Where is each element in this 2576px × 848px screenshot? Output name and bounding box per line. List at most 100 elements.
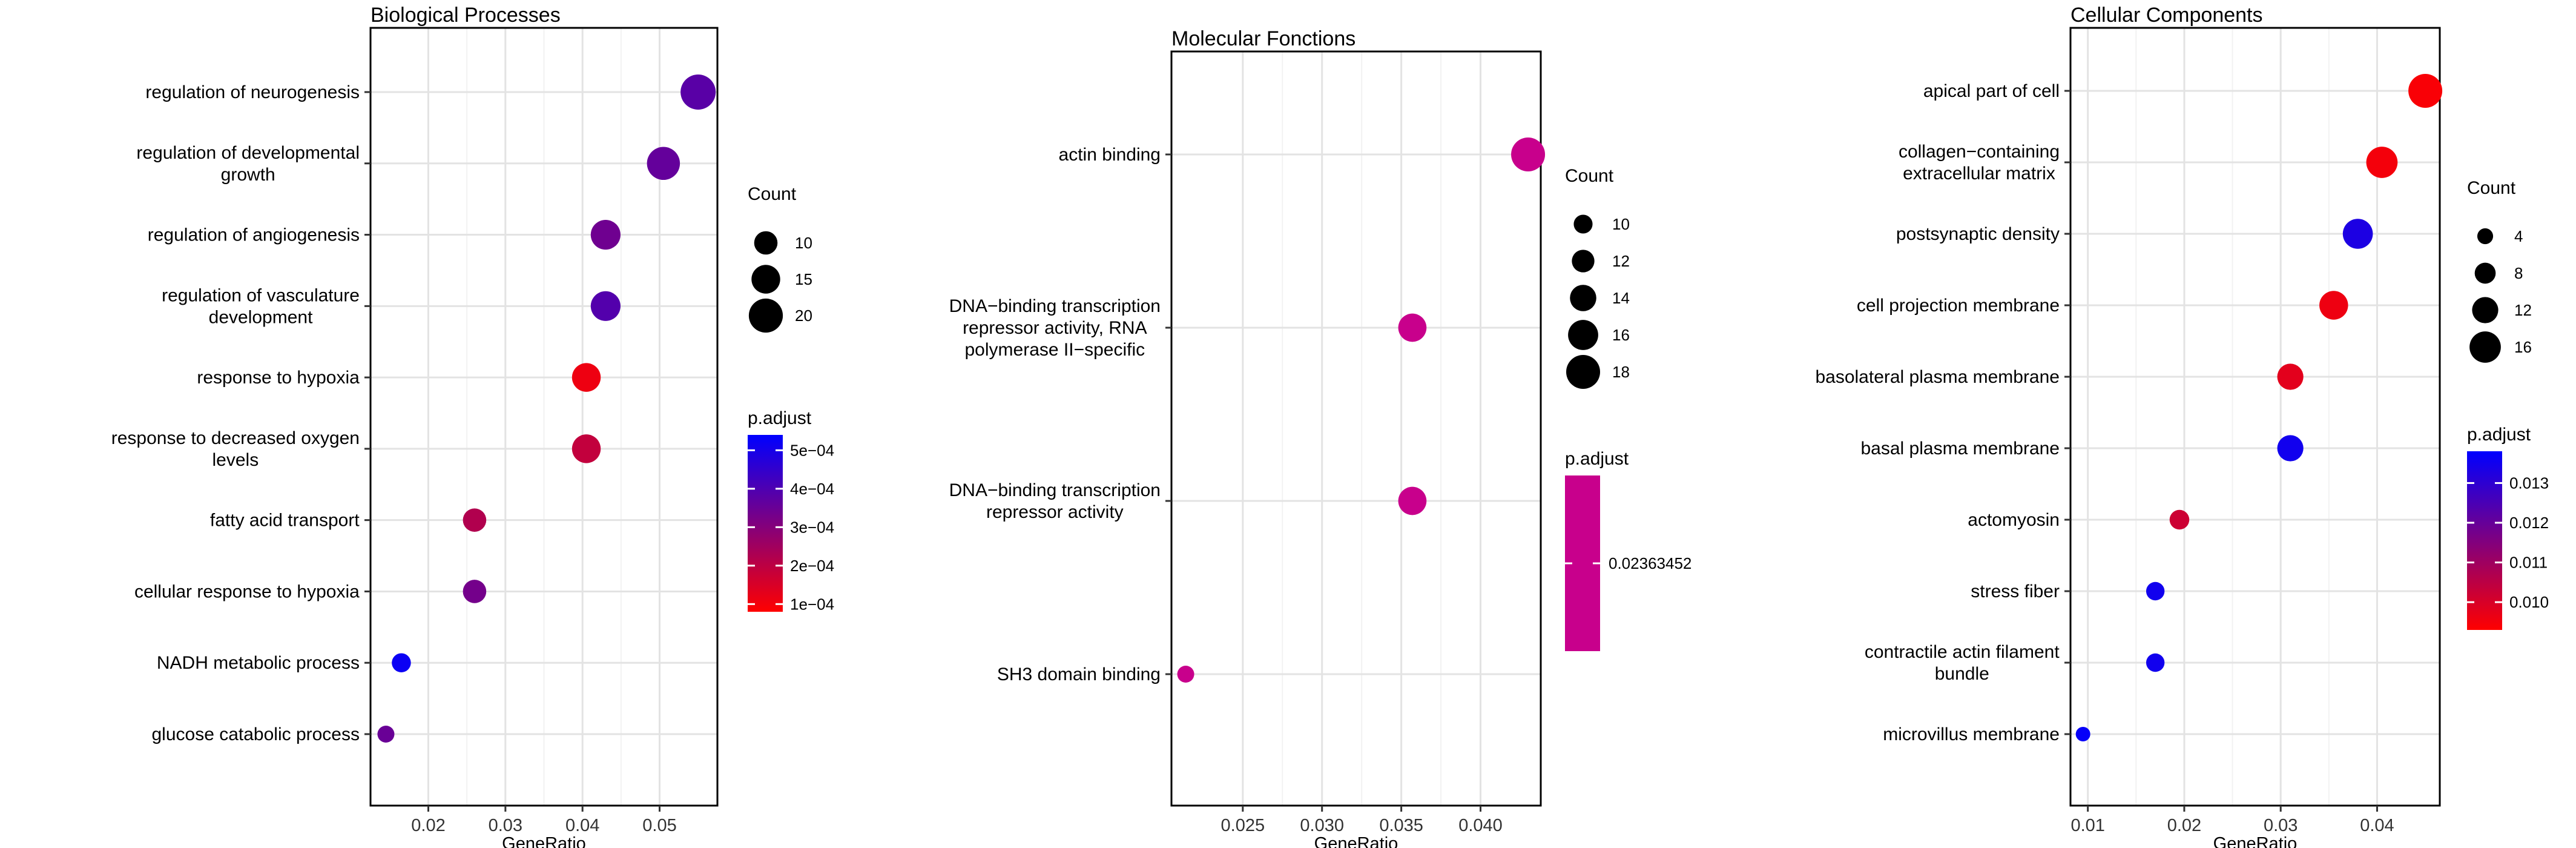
- x-tick-label: 0.04: [2360, 816, 2394, 835]
- y-category-label: microvillus membrane: [1883, 724, 2060, 744]
- data-point: [572, 363, 601, 392]
- data-points: [2075, 74, 2443, 741]
- data-point: [2408, 74, 2443, 108]
- color-legend-title: p.adjust: [748, 408, 812, 428]
- size-legend-label: 14: [1612, 289, 1630, 307]
- size-legend-key: [1566, 355, 1600, 389]
- y-category-label: glucose catabolic process: [151, 724, 360, 744]
- minor-gridlines: [2135, 28, 2330, 806]
- size-legend-key: [2477, 228, 2494, 245]
- x-tick-label: 0.01: [2070, 816, 2104, 835]
- color-bar-label: 0.013: [2509, 474, 2549, 492]
- panel-title: Cellular Components: [2070, 4, 2263, 27]
- color-bar-label: 2e−04: [790, 557, 834, 575]
- data-point: [1177, 666, 1194, 683]
- x-tick-label: 0.04: [565, 816, 599, 835]
- size-legend-label: 10: [795, 234, 812, 252]
- panel-title: Molecular Fonctions: [1171, 27, 1356, 50]
- data-point: [1398, 313, 1427, 342]
- data-points: [1177, 137, 1546, 683]
- color-bar-label: 0.02363452: [1609, 554, 1692, 572]
- x-tick-label: 0.030: [1300, 816, 1344, 835]
- y-category-label: basolateral plasma membrane: [1815, 367, 2060, 387]
- panel-title: Biological Processes: [371, 4, 561, 27]
- y-category-label: cellular response to hypoxia: [134, 581, 360, 601]
- x-tick-label: 0.025: [1221, 816, 1265, 835]
- size-legend-key: [2472, 297, 2499, 323]
- data-points: [377, 75, 716, 743]
- color-bar-label: 0.011: [2509, 554, 2548, 572]
- x-tick-label: 0.02: [2167, 816, 2201, 835]
- color-legend: p.adjust 0.02363452: [1565, 449, 1692, 651]
- color-bar-label: 3e−04: [790, 518, 834, 536]
- color-bar-label: 0.010: [2509, 593, 2549, 611]
- data-point: [572, 434, 601, 463]
- size-legend-key: [1568, 320, 1598, 350]
- y-category-label: SH3 domain binding: [997, 664, 1161, 684]
- x-tick-label: 0.05: [642, 816, 676, 835]
- major-gridlines: [2070, 28, 2440, 806]
- data-point: [2366, 147, 2398, 178]
- data-point: [1511, 137, 1546, 171]
- x-tick-label: 0.040: [1458, 816, 1503, 835]
- y-category-label: cell projection membrane: [1857, 296, 2060, 316]
- panel-border: [369, 27, 719, 807]
- y-category-label: response to hypoxia: [197, 368, 360, 388]
- data-point: [2342, 219, 2373, 249]
- x-axis-label: GeneRatio: [1314, 834, 1398, 848]
- size-legend-label: 12: [1612, 252, 1630, 270]
- data-point: [647, 147, 680, 181]
- color-bar: [2467, 451, 2502, 630]
- minor-gridlines: [1282, 51, 1442, 806]
- color-legend-title: p.adjust: [1565, 449, 1629, 469]
- color-bar-label: 0.012: [2509, 514, 2549, 532]
- data-point: [680, 75, 716, 110]
- color-bar: [748, 435, 783, 612]
- y-category-label: actomyosin: [1968, 510, 2060, 530]
- y-category-label: apical part of cell: [1923, 81, 2060, 101]
- data-point: [1398, 486, 1427, 515]
- size-legend-key: [748, 298, 783, 333]
- y-category-label: actin binding: [1059, 145, 1161, 165]
- x-axis-label: GeneRatio: [502, 834, 586, 848]
- x-tick-label: 0.03: [489, 816, 522, 835]
- size-legend-label: 18: [1612, 363, 1630, 381]
- size-legend-label: 16: [2514, 338, 2532, 356]
- size-legend-label: 15: [795, 270, 812, 288]
- data-point: [2277, 435, 2304, 462]
- size-legend-key: [2469, 331, 2501, 363]
- data-point: [392, 653, 411, 672]
- data-point: [590, 291, 621, 321]
- size-legend-label: 12: [2514, 301, 2532, 319]
- y-category-label: regulation of angiogenesis: [148, 225, 360, 245]
- data-point: [2169, 509, 2190, 530]
- color-bar-label: 4e−04: [790, 480, 834, 498]
- y-category-label: stress fiber: [1971, 581, 2060, 601]
- major-gridlines: [371, 28, 717, 806]
- color-bar-label: 1e−04: [790, 595, 834, 613]
- size-legend-key: [1572, 250, 1595, 273]
- size-legend-key: [2474, 262, 2496, 284]
- size-legend-label: 16: [1612, 326, 1630, 344]
- major-gridlines: [1171, 51, 1541, 806]
- size-legend-key: [754, 231, 778, 255]
- size-legend-key: [1570, 285, 1596, 311]
- data-point: [2277, 363, 2304, 390]
- data-point: [377, 726, 395, 743]
- data-point: [2075, 727, 2090, 741]
- size-legend-label: 10: [1612, 215, 1630, 233]
